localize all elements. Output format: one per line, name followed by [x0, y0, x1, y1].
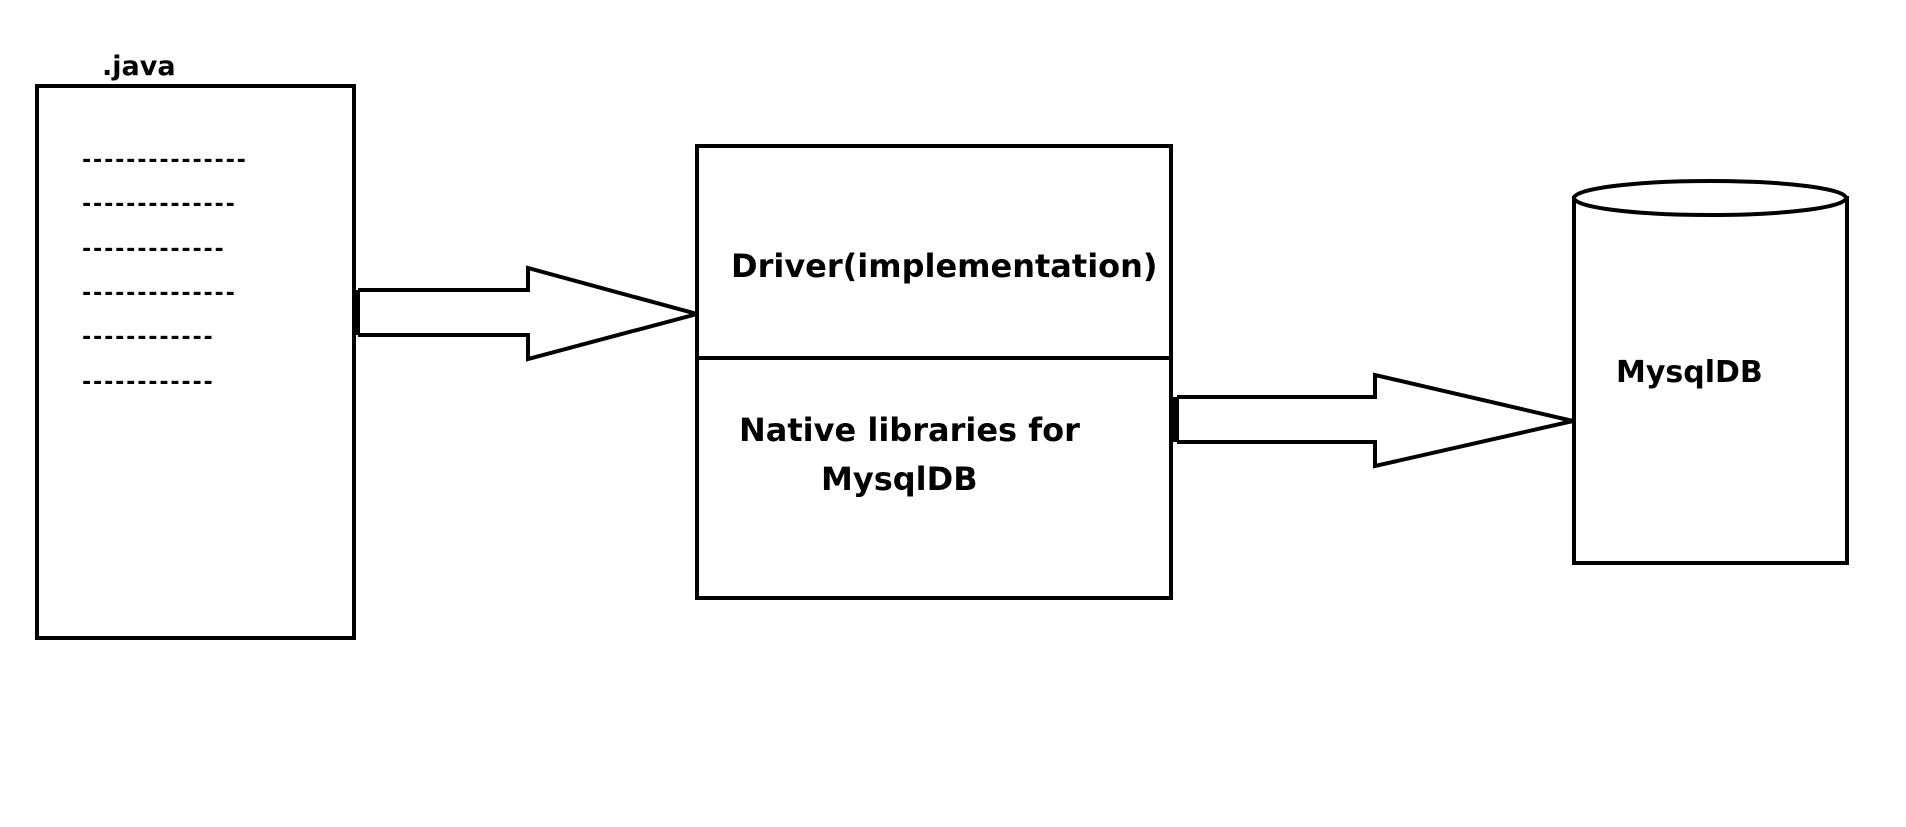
java-code-lines: --------------- -------------- ---------… — [80, 148, 248, 395]
java-source-file: .java --------------- -------------- ---… — [35, 51, 356, 640]
code-line: --------------- — [80, 148, 246, 173]
driver-box: Driver(implementation) Native libraries … — [695, 144, 1173, 600]
database-top — [1572, 179, 1848, 217]
code-line: -------------- — [80, 192, 235, 217]
code-line: ------------- — [80, 237, 224, 262]
database-label: MysqlDB — [1616, 355, 1763, 390]
arrow-driver-to-database — [1171, 372, 1574, 469]
driver-implementation-label: Driver(implementation) — [731, 247, 1158, 285]
native-libraries-label: Native libraries for — [739, 411, 1080, 449]
database-cylinder: MysqlDB — [1572, 179, 1849, 565]
driver-outline — [695, 144, 1173, 600]
arrow-java-to-driver — [354, 265, 705, 362]
code-line: -------------- — [80, 281, 235, 306]
code-line: ------------ — [80, 325, 213, 350]
java-file-title: .java — [102, 51, 176, 82]
database-body — [1572, 196, 1849, 565]
code-line: ------------ — [80, 370, 213, 395]
native-libraries-db-label: MysqlDB — [821, 460, 978, 498]
java-file-box — [35, 84, 356, 640]
